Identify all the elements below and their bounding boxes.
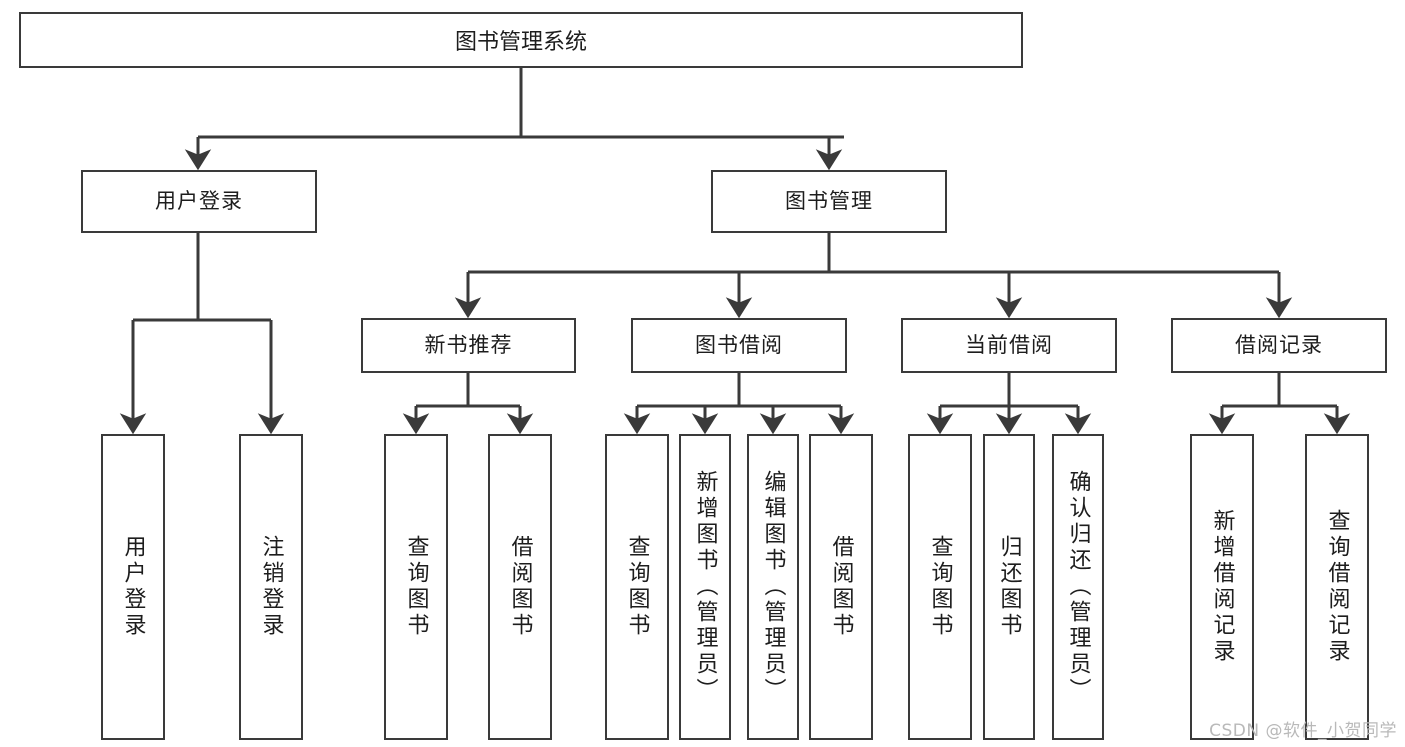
node-current-borrow-label: 当前借阅 (965, 332, 1053, 357)
leaf-return-book[interactable]: 归还图书 (983, 434, 1035, 740)
node-root[interactable]: 图书管理系统 (19, 12, 1023, 68)
leaf-add-borrow-record-label: 新增借阅记录 (1209, 509, 1235, 665)
leaf-logout-label: 注销登录 (258, 535, 284, 639)
leaf-query-book-borrow-label: 查询图书 (624, 535, 650, 639)
leaf-query-book-recommend[interactable]: 查询图书 (384, 434, 448, 740)
node-current-borrow[interactable]: 当前借阅 (901, 318, 1117, 373)
leaf-borrow-book-recommend[interactable]: 借阅图书 (488, 434, 552, 740)
leaf-borrow-book-label: 借阅图书 (828, 535, 854, 639)
node-book-borrow-label: 图书借阅 (695, 332, 783, 357)
leaf-add-book-admin[interactable]: 新增图书（管理员） (679, 434, 731, 740)
leaf-add-borrow-record[interactable]: 新增借阅记录 (1190, 434, 1254, 740)
node-new-book-recommend[interactable]: 新书推荐 (361, 318, 576, 373)
node-book-management[interactable]: 图书管理 (711, 170, 947, 233)
leaf-add-book-admin-label: 新增图书（管理员） (692, 470, 718, 704)
watermark: CSDN @软件_小贺同学 (1209, 721, 1397, 741)
leaf-confirm-return-admin[interactable]: 确认归还（管理员） (1052, 434, 1104, 740)
leaf-edit-book-admin-label: 编辑图书（管理员） (760, 470, 786, 704)
leaf-confirm-return-admin-label: 确认归还（管理员） (1065, 470, 1091, 704)
node-book-management-label: 图书管理 (785, 188, 873, 213)
node-new-book-recommend-label: 新书推荐 (424, 332, 513, 357)
leaf-query-borrow-record[interactable]: 查询借阅记录 (1305, 434, 1369, 740)
leaf-user-login-label: 用户登录 (120, 535, 146, 639)
node-borrow-record[interactable]: 借阅记录 (1171, 318, 1387, 373)
node-root-label: 图书管理系统 (454, 30, 587, 55)
leaf-query-book-current[interactable]: 查询图书 (908, 434, 972, 740)
leaf-query-book-borrow[interactable]: 查询图书 (605, 434, 669, 740)
leaf-logout[interactable]: 注销登录 (239, 434, 303, 740)
leaf-query-book-recommend-label: 查询图书 (403, 535, 429, 639)
leaf-edit-book-admin[interactable]: 编辑图书（管理员） (747, 434, 799, 740)
node-book-borrow[interactable]: 图书借阅 (631, 318, 847, 373)
leaf-query-borrow-record-label: 查询借阅记录 (1324, 509, 1350, 665)
leaf-return-book-label: 归还图书 (996, 535, 1022, 639)
leaf-user-login[interactable]: 用户登录 (101, 434, 165, 740)
leaf-borrow-book[interactable]: 借阅图书 (809, 434, 873, 740)
leaf-query-book-current-label: 查询图书 (927, 535, 953, 639)
node-borrow-record-label: 借阅记录 (1235, 332, 1323, 357)
leaf-borrow-book-recommend-label: 借阅图书 (507, 535, 533, 639)
node-user-login-label: 用户登录 (155, 188, 243, 213)
node-user-login[interactable]: 用户登录 (81, 170, 317, 233)
